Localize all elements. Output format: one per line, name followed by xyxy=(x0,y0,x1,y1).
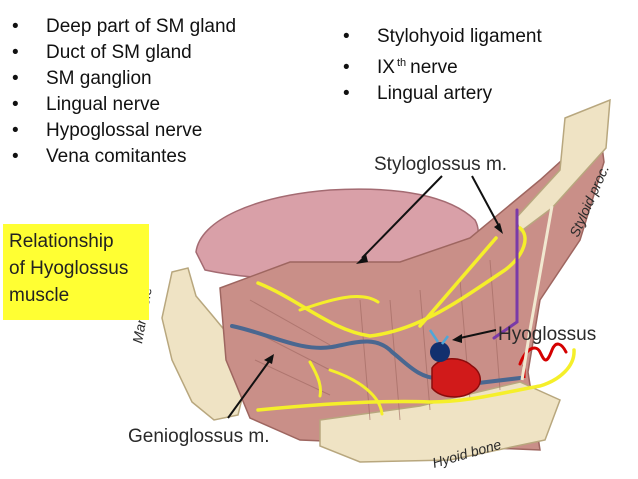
stylohyoid-ligament xyxy=(520,205,554,381)
submandibular-ganglion xyxy=(430,342,450,362)
arrowhead xyxy=(264,354,274,364)
vena-comitantes xyxy=(230,324,442,381)
list-item: •SM ganglion xyxy=(12,68,152,89)
label-styloglossus: Styloglossus m. xyxy=(374,154,507,175)
lingual-nerve xyxy=(256,226,527,338)
superscript: th xyxy=(396,57,407,69)
list-item: •Stylohyoid ligament xyxy=(343,26,542,47)
list-item: •Duct of SM gland xyxy=(12,42,192,63)
list-item: •Hypoglossal nerve xyxy=(12,120,203,141)
list-item: •Vena comitantes xyxy=(12,146,187,167)
caption-line: muscle xyxy=(9,285,70,306)
hypoglossal-nerve xyxy=(256,348,576,412)
hypoglossal-branch xyxy=(328,368,384,416)
caption-line: Relationship xyxy=(9,231,114,252)
caption-line: of Hyoglossus xyxy=(9,258,129,279)
list-item: •Lingual nerve xyxy=(12,94,161,115)
muscle-mass xyxy=(219,128,605,451)
ganglion-connection xyxy=(428,329,449,345)
submandibular-gland xyxy=(431,358,481,398)
caption-box: Relationship of Hyoglossus muscle xyxy=(3,224,149,320)
structure-list-left: •Deep part of SM gland •Duct of SM gland… xyxy=(12,14,236,170)
hypoglossal-branch xyxy=(308,360,322,398)
hyoid-bone xyxy=(319,381,561,463)
lingual-nerve-branch xyxy=(298,295,380,312)
label-hyoglossus: Hyoglossus xyxy=(498,324,596,345)
arrowhead xyxy=(452,334,462,343)
styloid-process xyxy=(515,98,611,234)
label-leaders xyxy=(227,175,501,419)
label-genioglossus: Genioglossus m. xyxy=(128,426,270,447)
list-item: •Lingual artery xyxy=(343,83,493,104)
arrowhead xyxy=(494,223,503,234)
glossopharyngeal-nerve xyxy=(492,208,519,340)
list-item: •Deep part of SM gland xyxy=(12,16,237,37)
arrowhead xyxy=(356,254,368,264)
lingual-artery xyxy=(518,342,568,366)
styloglossus-nerve xyxy=(418,236,498,328)
